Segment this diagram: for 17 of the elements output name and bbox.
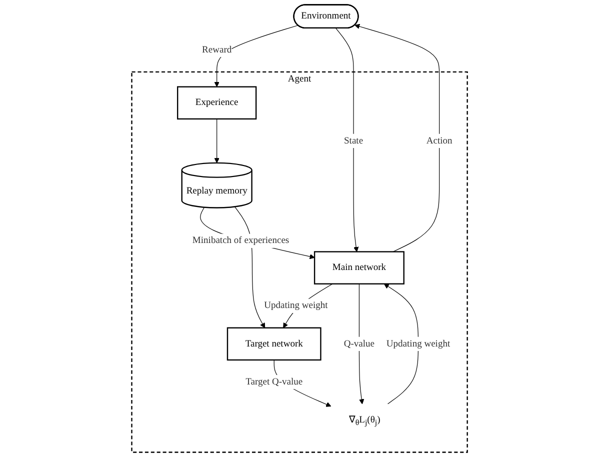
edge-label: Updating weight xyxy=(386,338,450,349)
arrow xyxy=(214,118,220,164)
edge-label: Minibatch of experiences xyxy=(192,235,290,246)
node-box: Experience xyxy=(176,86,257,120)
edge-label: Q-value xyxy=(344,338,374,349)
arrow xyxy=(354,24,440,252)
node-text: ∇$_{θ}$L$_{j}$(θ$_{j}$) xyxy=(348,414,380,427)
edge-label: Reward xyxy=(202,44,232,55)
edge-label: Target Q-value xyxy=(246,376,303,387)
node-box: Target network xyxy=(226,327,322,361)
edge-label: Updating weight xyxy=(264,300,328,311)
arrow xyxy=(234,206,266,328)
edge-label: State xyxy=(344,136,363,146)
edge-label: Action xyxy=(426,136,452,146)
node-box: Main network xyxy=(314,251,404,284)
arrow xyxy=(384,284,419,404)
arrow xyxy=(335,28,359,252)
